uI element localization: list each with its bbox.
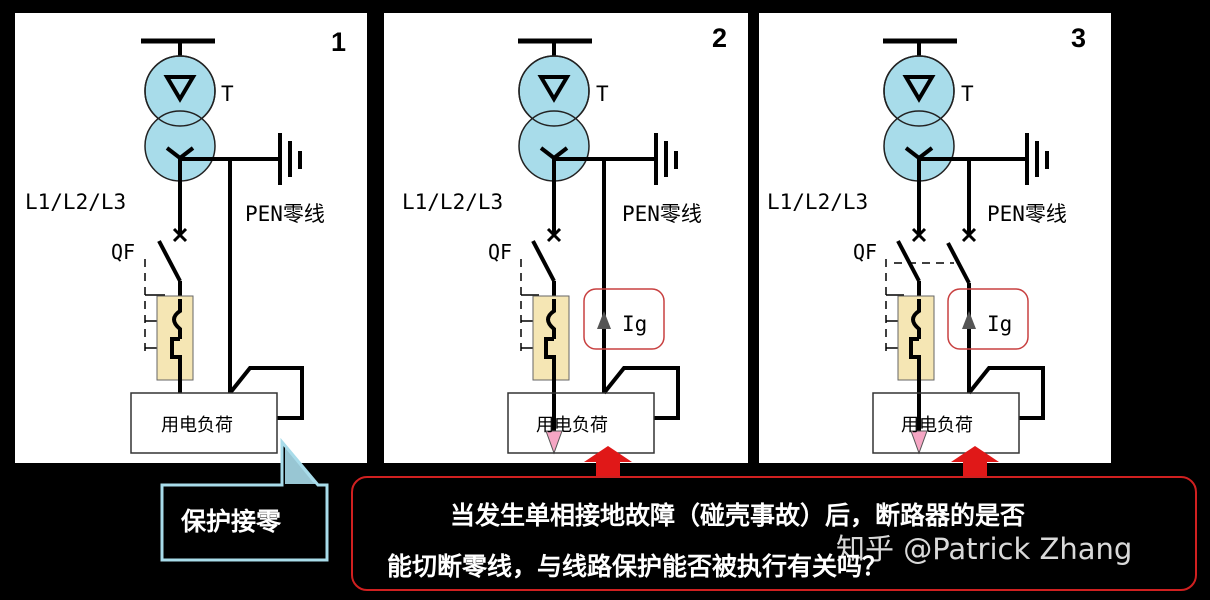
diagram-panel-2: T PEN零线 L1/L2/L3 QF 用电负荷 Ig bbox=[384, 13, 748, 463]
circuit-diagram-2: T PEN零线 L1/L2/L3 QF 用电负荷 Ig bbox=[402, 38, 702, 455]
load-label: 用电负荷 bbox=[161, 415, 233, 436]
callout-text: 保护接零 bbox=[181, 507, 282, 536]
neutral-breaker-switch bbox=[946, 242, 971, 284]
fault-current-arrow-icon bbox=[910, 430, 928, 455]
question-line-2: 能切断零线，与线路保护能否被执行有关吗？ bbox=[387, 552, 888, 581]
panel-number: 2 bbox=[712, 23, 728, 53]
transformer-label: T bbox=[596, 82, 609, 106]
watermark: 知乎 @Patrick Zhang bbox=[836, 532, 1133, 566]
transformer-symbol bbox=[883, 55, 955, 182]
protection-device bbox=[156, 295, 194, 381]
load-label: 用电负荷 bbox=[536, 415, 608, 436]
neutral-label: PEN零线 bbox=[245, 202, 325, 226]
current-label: Ig bbox=[622, 312, 647, 336]
transformer-symbol bbox=[144, 55, 216, 182]
current-highlight-box bbox=[947, 288, 1029, 350]
neutral-label: PEN零线 bbox=[987, 202, 1067, 226]
current-label: Ig bbox=[987, 312, 1012, 336]
question-line-1: 当发生单相接地故障（碰壳事故）后，断路器的是否 bbox=[450, 501, 1026, 530]
panel-number: 3 bbox=[1071, 23, 1087, 53]
breaker-label: QF bbox=[111, 240, 135, 264]
panel-number: 1 bbox=[331, 27, 347, 57]
current-highlight-box bbox=[583, 288, 665, 350]
breaker-label: QF bbox=[488, 240, 512, 264]
load-label: 用电负荷 bbox=[901, 415, 973, 436]
transformer-label: T bbox=[221, 82, 234, 106]
transformer-label: T bbox=[961, 82, 974, 106]
up-arrow-icon bbox=[951, 446, 999, 478]
protection-device bbox=[532, 295, 570, 381]
callout-bubble bbox=[160, 437, 329, 562]
phase-label: L1/L2/L3 bbox=[402, 190, 503, 214]
fault-current-arrow-icon bbox=[545, 430, 563, 455]
load-box bbox=[507, 392, 655, 454]
circuit-diagram-1: T PEN零线 L1/L2/L3 QF 用电负荷 bbox=[25, 38, 325, 454]
current-arrow-icon bbox=[597, 311, 611, 329]
ground-symbol bbox=[278, 133, 302, 185]
question-box bbox=[351, 476, 1197, 591]
load-box bbox=[130, 392, 278, 454]
diagram-panel-3: T PEN零线 L1/L2/L3 QF bbox=[759, 13, 1111, 463]
load-box bbox=[872, 392, 1020, 454]
breaker-label: QF bbox=[853, 240, 877, 264]
transformer-symbol bbox=[518, 55, 590, 182]
ground-symbol bbox=[654, 133, 678, 185]
ground-symbol bbox=[1025, 133, 1049, 185]
diagram-panel-1: T PEN零线 L1/L2/L3 QF 用电负荷 bbox=[15, 13, 367, 463]
circuit-diagram-3: T PEN零线 L1/L2/L3 QF bbox=[767, 38, 1067, 455]
breaker-switch bbox=[896, 240, 921, 282]
breaker-switch bbox=[531, 240, 556, 282]
up-arrow-icon bbox=[584, 446, 632, 478]
breaker-switch bbox=[157, 240, 182, 282]
protection-device bbox=[897, 295, 935, 381]
phase-label: L1/L2/L3 bbox=[767, 190, 868, 214]
phase-label: L1/L2/L3 bbox=[25, 190, 126, 214]
neutral-label: PEN零线 bbox=[622, 202, 702, 226]
current-arrow-icon bbox=[962, 311, 976, 329]
